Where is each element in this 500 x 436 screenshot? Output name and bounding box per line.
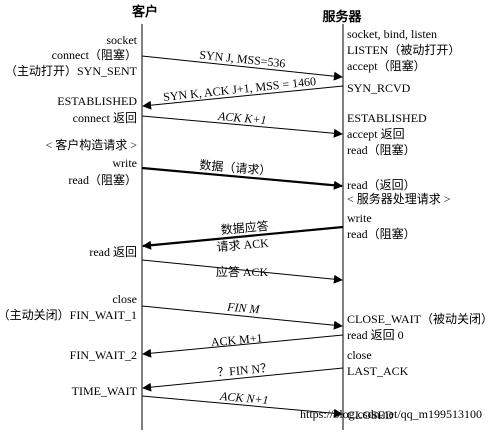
client-label-connect-return: connect 返回 <box>73 111 137 125</box>
server-label-accept-return: accept 返回 <box>347 127 405 141</box>
client-label-syn-sent: （主动打开）SYN_SENT <box>5 64 138 78</box>
server-label-read-return: read（返回） <box>347 178 416 192</box>
server-label-closed: CLOSED <box>347 408 394 422</box>
message-arrow-data-reply <box>142 225 344 250</box>
message-arrow-ack <box>141 115 343 138</box>
server-label-last-ack: LAST_ACK <box>347 364 409 378</box>
server-label-socket-bind-listen: socket, bind, listen <box>347 27 437 41</box>
server-label-syn-rcvd: SYN_RCVD <box>347 81 411 95</box>
server-label-write: write <box>347 211 372 225</box>
message-arrow-ack-m1 <box>142 334 344 358</box>
message-arrow-ack-n1 <box>141 395 343 418</box>
message-label-fin-n: ？FIN N？ <box>217 361 273 380</box>
client-label-connect: connect（阻塞） <box>52 47 137 62</box>
message-label-ack-n1: ACK N+1 <box>219 389 269 407</box>
message-arrow-fin-m <box>141 305 343 330</box>
client-label-time-wait: TIME_WAIT <box>72 384 138 398</box>
server-label-close-wait: CLOSE_WAIT（被动关闭） <box>347 312 493 326</box>
client-label-socket: socket <box>106 33 137 47</box>
server-header: 服务器 <box>322 9 362 24</box>
message-label-syn: SYN J, MSS=536 <box>199 48 286 71</box>
message-label-data-request: 数据（请求） <box>199 157 272 178</box>
message-label-syn-ack: SYN K, ACK J+1, MSS = 1460 <box>162 74 316 104</box>
client-label-fin-wait-1: （主动关闭）FIN_WAIT_1 <box>0 308 137 322</box>
server-label-accept-block: accept（阻塞） <box>347 58 426 73</box>
server-label-listen: LISTEN（被动打开） <box>347 43 460 57</box>
client-label-close: close <box>112 292 137 306</box>
message-arrow-data-request <box>141 166 343 190</box>
message-label-request-ack: 请求 ACK <box>216 236 270 255</box>
server-label-read-block: read（阻塞） <box>347 142 416 157</box>
message-label-fin-m: FIN M <box>226 300 261 317</box>
message-arrow-reply-ack <box>141 259 343 284</box>
server-label-read-return-0: read 返回 0 <box>347 328 404 342</box>
server-label-process-request: < 服务器处理请求 > <box>347 191 451 206</box>
message-arrow-syn-ack <box>142 85 344 110</box>
message-label-ack-m1: ACK M+1 <box>210 331 263 349</box>
message-label-data-reply: 数据应答 <box>220 218 269 237</box>
message-label-ack: ACK K+1 <box>217 109 267 127</box>
client-label-build-request: < 客户构造请求 > <box>45 137 137 152</box>
server-label-read-block-2: read（阻塞） <box>347 226 416 241</box>
message-arrow-syn <box>141 55 343 81</box>
client-label-write: write <box>112 156 137 170</box>
server-label-established: ESTABLISHED <box>347 111 427 125</box>
client-header: 客户 <box>132 4 158 19</box>
client-label-established: ESTABLISHED <box>57 94 137 108</box>
server-label-close: close <box>347 348 372 362</box>
client-label-read-block: read（阻塞） <box>68 172 137 187</box>
message-arrow-fin-n <box>142 367 344 392</box>
message-label-reply-ack: 应答 ACK <box>216 264 269 279</box>
client-label-fin-wait-2: FIN_WAIT_2 <box>70 348 137 362</box>
client-label-read-return: read 返回 <box>89 245 137 259</box>
watermark-text: https://blog.csdn.net/qq_m199513100 <box>300 407 482 421</box>
